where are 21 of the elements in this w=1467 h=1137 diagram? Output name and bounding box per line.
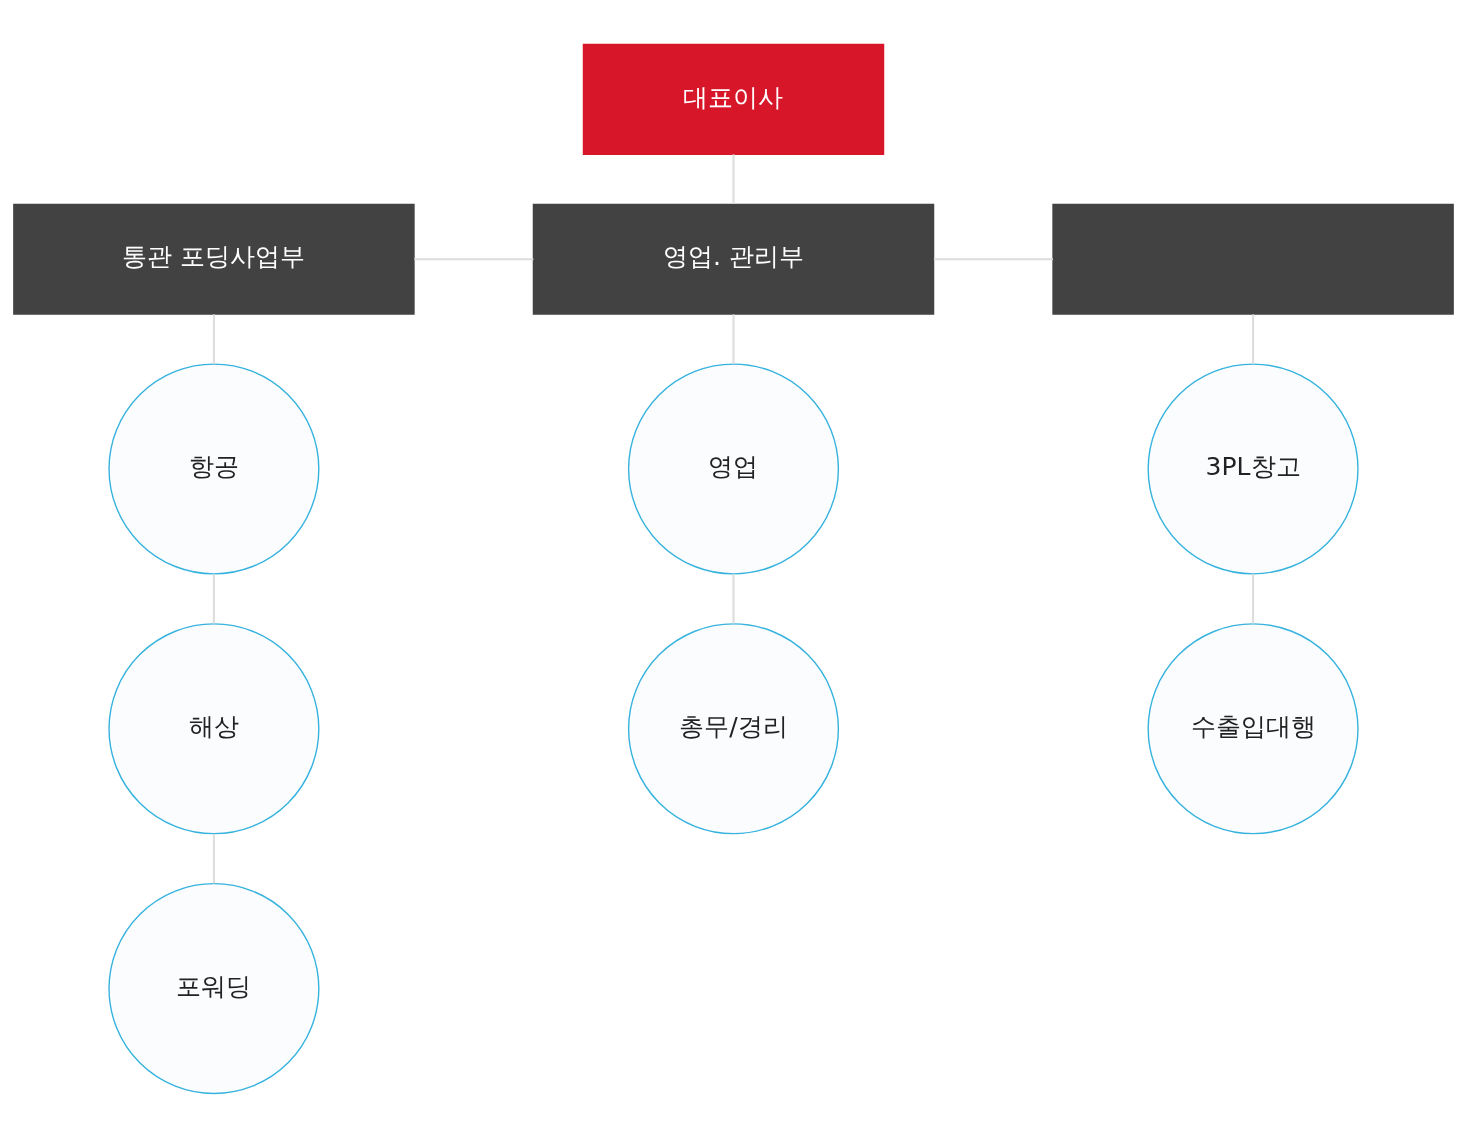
node-circle: 영업 xyxy=(627,362,840,575)
node-circle: 3PL창고 xyxy=(1147,362,1359,575)
node-box: 영업. 관리부 xyxy=(532,203,935,315)
connector xyxy=(732,153,735,204)
connector xyxy=(732,313,735,364)
connector xyxy=(212,313,215,364)
node-circle: 해상 xyxy=(108,622,320,834)
node-circle: 수출입대행 xyxy=(1147,622,1359,834)
connector xyxy=(212,833,215,883)
connector xyxy=(933,257,1053,260)
node-box: 통관 포딩사업부 xyxy=(13,203,415,315)
connector xyxy=(414,257,534,260)
connector xyxy=(732,573,735,624)
node-circle: 항공 xyxy=(108,362,320,575)
connector xyxy=(212,573,215,624)
connector xyxy=(1252,573,1255,624)
node-circle: 총무/경리 xyxy=(627,622,840,834)
connector xyxy=(1252,313,1255,364)
node-box xyxy=(1052,203,1454,315)
node-circle: 포워딩 xyxy=(108,882,320,1094)
node-box: 대표이사 xyxy=(582,43,885,155)
